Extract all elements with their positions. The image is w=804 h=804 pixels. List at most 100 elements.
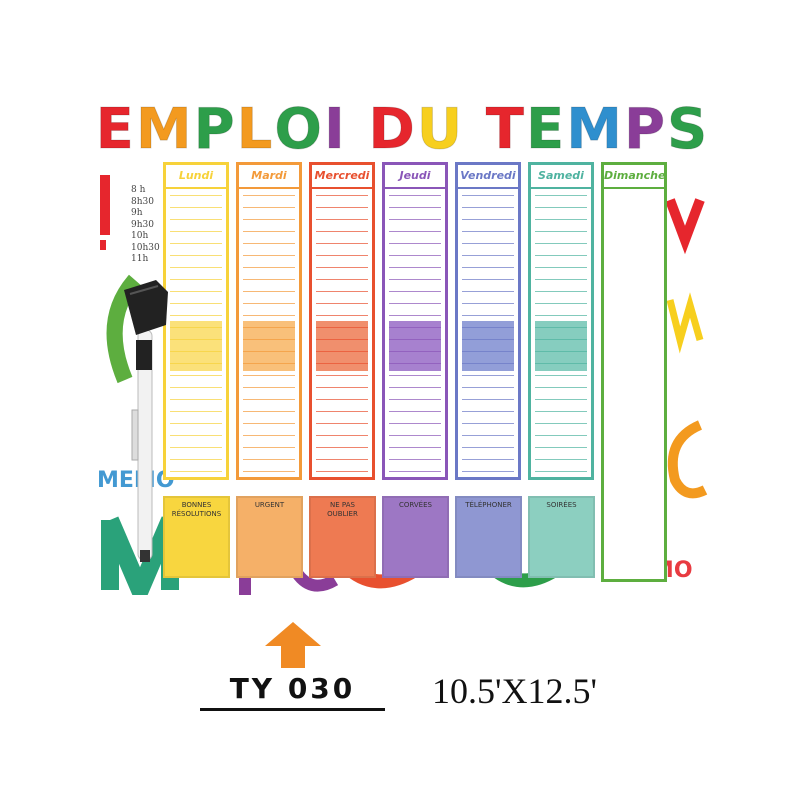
title-letter: P bbox=[193, 97, 237, 163]
ruled-line bbox=[462, 327, 514, 328]
lunch-band bbox=[535, 321, 587, 371]
ruled-line bbox=[243, 231, 295, 232]
day-column[interactable]: Lundi bbox=[163, 162, 229, 480]
ruled-lines bbox=[535, 189, 587, 473]
ruled-line bbox=[243, 219, 295, 220]
ruled-lines bbox=[316, 189, 368, 473]
ruled-line bbox=[170, 291, 222, 292]
lunch-band bbox=[316, 321, 368, 371]
time-label: 8h30 bbox=[131, 196, 154, 207]
ruled-line bbox=[316, 339, 368, 340]
ruled-line bbox=[316, 303, 368, 304]
ruled-line bbox=[170, 387, 222, 388]
ruled-line bbox=[243, 327, 295, 328]
ruled-line bbox=[462, 459, 514, 460]
note-box[interactable]: TÉLÉPHONER bbox=[455, 496, 522, 578]
ruled-line bbox=[316, 459, 368, 460]
day-column[interactable]: Vendredi bbox=[455, 162, 521, 480]
ruled-line bbox=[389, 219, 441, 220]
day-column[interactable]: Jeudi bbox=[382, 162, 448, 480]
ruled-line bbox=[170, 315, 222, 316]
ruled-line bbox=[316, 267, 368, 268]
ruled-line bbox=[535, 195, 587, 196]
ruled-line bbox=[535, 471, 587, 472]
ruled-line bbox=[170, 411, 222, 412]
ruled-line bbox=[243, 279, 295, 280]
title-space bbox=[347, 97, 369, 162]
ruled-line bbox=[462, 219, 514, 220]
ruled-line bbox=[316, 231, 368, 232]
title-letter: O bbox=[274, 97, 324, 163]
ruled-lines bbox=[243, 189, 295, 473]
title-letter: E bbox=[95, 97, 136, 163]
title-letter: D bbox=[368, 97, 417, 163]
ruled-line bbox=[535, 207, 587, 208]
ruled-line bbox=[389, 411, 441, 412]
ruled-line bbox=[535, 291, 587, 292]
ruled-line bbox=[535, 267, 587, 268]
lunch-band bbox=[243, 321, 295, 371]
ruled-line bbox=[243, 267, 295, 268]
ruled-line bbox=[243, 387, 295, 388]
ruled-line bbox=[170, 255, 222, 256]
ruled-line bbox=[316, 399, 368, 400]
note-box[interactable]: SOIRÉES bbox=[528, 496, 595, 578]
ruled-line bbox=[389, 339, 441, 340]
ruled-line bbox=[535, 375, 587, 376]
ruled-line bbox=[389, 387, 441, 388]
day-header: Lundi bbox=[166, 165, 226, 189]
note-label: URGENT bbox=[254, 501, 285, 509]
title-space bbox=[464, 97, 486, 162]
day-column[interactable]: Mercredi bbox=[309, 162, 375, 480]
ruled-line bbox=[389, 375, 441, 376]
ruled-line bbox=[462, 399, 514, 400]
ruled-line bbox=[462, 207, 514, 208]
ruled-line bbox=[462, 375, 514, 376]
ruled-line bbox=[170, 267, 222, 268]
ruled-line bbox=[389, 207, 441, 208]
ruled-line bbox=[316, 291, 368, 292]
title-letter: L bbox=[236, 97, 275, 163]
ruled-line bbox=[535, 339, 587, 340]
ruled-line bbox=[535, 399, 587, 400]
ruled-line bbox=[243, 315, 295, 316]
ruled-line bbox=[243, 399, 295, 400]
board-size: 10.5'X12.5' bbox=[432, 671, 597, 711]
ruled-line bbox=[316, 387, 368, 388]
ruled-line bbox=[243, 255, 295, 256]
note-box[interactable]: NE PAS OUBLIER bbox=[309, 496, 376, 578]
note-label: SOIRÉES bbox=[546, 501, 577, 509]
ruled-line bbox=[462, 363, 514, 364]
ruled-line bbox=[316, 243, 368, 244]
ruled-line bbox=[389, 435, 441, 436]
ruled-line bbox=[462, 447, 514, 448]
ruled-line bbox=[535, 243, 587, 244]
ruled-line bbox=[243, 195, 295, 196]
day-column[interactable]: Dimanche bbox=[601, 162, 667, 582]
ruled-line bbox=[243, 351, 295, 352]
ruled-line bbox=[243, 339, 295, 340]
day-column[interactable]: Samedi bbox=[528, 162, 594, 480]
note-box[interactable]: URGENT bbox=[236, 496, 303, 578]
time-label: 8 h bbox=[131, 185, 146, 195]
ruled-line bbox=[316, 411, 368, 412]
ruled-line bbox=[535, 459, 587, 460]
title-letter: M bbox=[135, 97, 194, 163]
title-letter: P bbox=[623, 97, 668, 163]
title-letter: S bbox=[667, 97, 710, 163]
note-label: TÉLÉPHONER bbox=[465, 501, 512, 509]
ruled-line bbox=[243, 207, 295, 208]
note-box[interactable]: BONNES RÉSOLUTIONS bbox=[163, 496, 230, 578]
note-box[interactable]: CORVÉES bbox=[382, 496, 449, 578]
day-column[interactable]: Mardi bbox=[236, 162, 302, 480]
model-underline bbox=[200, 708, 385, 711]
ruled-line bbox=[389, 327, 441, 328]
ruled-line bbox=[316, 375, 368, 376]
ruled-line bbox=[243, 447, 295, 448]
ruled-line bbox=[170, 471, 222, 472]
arrow-up-icon bbox=[265, 622, 321, 668]
ruled-line bbox=[316, 351, 368, 352]
ruled-line bbox=[316, 423, 368, 424]
ruled-line bbox=[316, 447, 368, 448]
